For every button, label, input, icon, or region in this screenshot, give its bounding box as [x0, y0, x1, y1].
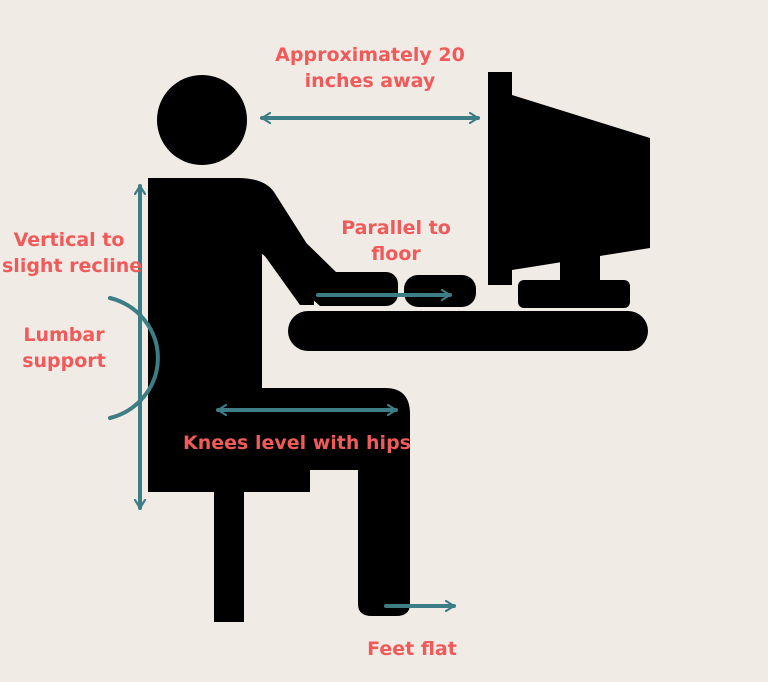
knees-label: Knees level with hips [183, 432, 411, 454]
measurement-arrows [108, 118, 480, 606]
distance-label: Approximately 20 inches away [262, 42, 478, 94]
back-label-line-1: Vertical to [13, 229, 125, 251]
lumbar-label-line-1: Lumbar [23, 324, 105, 346]
distance-label-line-2: inches away [304, 70, 436, 92]
feet-label: Feet flat [367, 638, 457, 660]
lumbar-label-line-2: support [22, 350, 106, 372]
back-label: Vertical to slight recline [2, 227, 143, 279]
back-label-line-2: slight recline [2, 255, 143, 277]
mouse-icon [404, 275, 476, 307]
distance-label-line-1: Approximately 20 [275, 44, 465, 66]
parallel-label-line-2: floor [371, 243, 421, 265]
lumbar-label: Lumbar support [12, 322, 116, 374]
parallel-label: Parallel to floor [336, 215, 456, 267]
person-silhouette [148, 75, 410, 622]
lumbar-curve [108, 296, 160, 420]
desk-icon [288, 311, 648, 351]
parallel-label-line-1: Parallel to [341, 217, 451, 239]
monitor-icon [488, 72, 650, 308]
